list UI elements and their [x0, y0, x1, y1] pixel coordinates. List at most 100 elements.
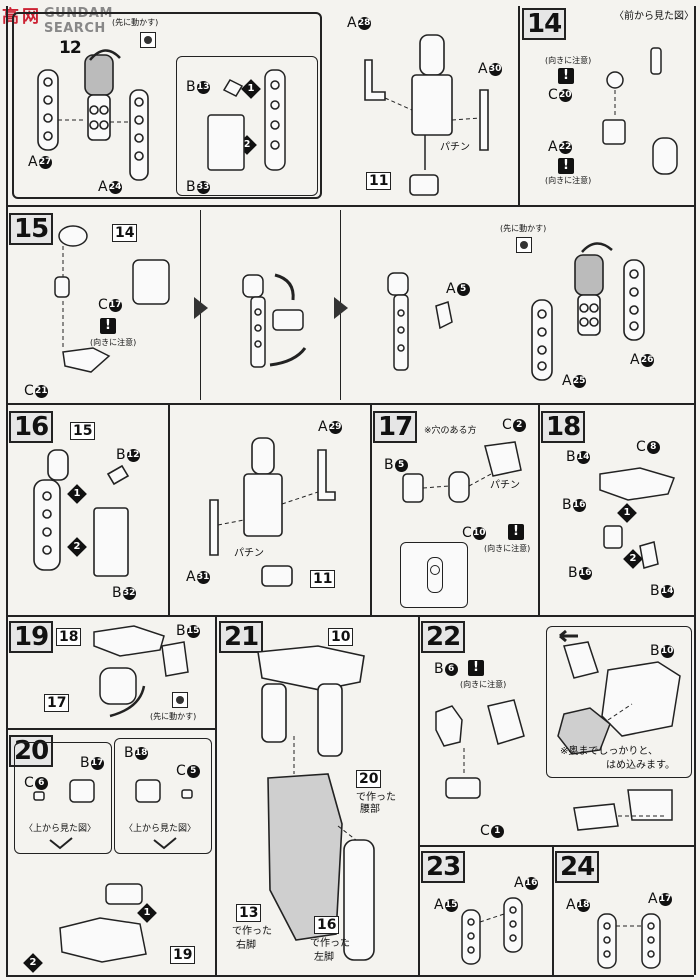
part-label-A17: A17 — [648, 891, 672, 907]
step-16b-illustration — [209, 437, 336, 587]
part-label-B18: B18 — [124, 745, 148, 761]
note-view-top-a: 〈上から見た図〉 — [24, 824, 97, 834]
part-number-badge: 29 — [328, 420, 342, 434]
part-number-badge: 18 — [134, 746, 148, 760]
move-first-icon — [516, 237, 532, 253]
note-orientation-17: (向きに注意) — [484, 544, 531, 553]
note-push-firmly-2: はめ込みます。 — [606, 760, 675, 771]
part-number-badge: 31 — [196, 570, 210, 584]
warning-icon: ! — [508, 524, 524, 540]
divider-19-20 — [6, 728, 215, 730]
part-label-B33: B33 — [186, 179, 210, 195]
note-move-first: (先に動かす) — [112, 18, 159, 27]
note-orientation-15: (向きに注意) — [90, 338, 137, 347]
part-number-badge: 5 — [456, 282, 470, 296]
step-16a-illustration — [33, 449, 130, 577]
step-15a-illustration — [54, 225, 170, 373]
part-label-A30: A30 — [478, 61, 502, 77]
step-number-19: 19 — [9, 621, 54, 653]
part-number-badge: 8 — [646, 440, 660, 454]
part-number-badge: 16 — [524, 876, 538, 890]
part-number-badge: 15 — [186, 624, 200, 638]
step-20-detail-illustration — [33, 779, 193, 850]
part-number-badge: 5 — [186, 764, 200, 778]
ref-step-14: 14 — [112, 224, 138, 242]
part-number-badge: 25 — [572, 374, 586, 388]
part-number-badge: 10 — [660, 644, 674, 658]
part-number-badge: 13 — [196, 80, 210, 94]
row-divider-1 — [6, 205, 694, 207]
arrow-right-icon — [334, 297, 348, 319]
part-label-A22: A22 — [548, 139, 572, 155]
move-first-icon — [172, 692, 188, 708]
ref-step-18: 18 — [56, 628, 82, 646]
step-number-23: 23 — [421, 851, 466, 883]
part-label-B17: B17 — [80, 755, 104, 771]
step-15c-illustration — [387, 272, 453, 371]
ref-step-13: 13 — [236, 904, 262, 922]
label-made-in-16: で作った — [310, 938, 350, 949]
part-label-B10: B10 — [650, 643, 674, 659]
part-number-badge: 5 — [394, 458, 408, 472]
part-label-A15: A15 — [434, 897, 458, 913]
divider-23-24 — [552, 845, 554, 975]
page-border-bottom — [6, 975, 694, 977]
step-12-panel — [12, 12, 322, 199]
page-border-left — [6, 6, 8, 975]
step-23-illustration — [461, 897, 523, 965]
part-label-B14a: B14 — [566, 449, 590, 465]
part-label-A27: A27 — [28, 154, 52, 170]
step-22-subpanel — [546, 626, 692, 778]
part-label-C17: C17 — [98, 297, 122, 313]
col-divider-18 — [538, 403, 540, 615]
part-number-badge: 20 — [558, 88, 572, 102]
ref-step-16: 16 — [314, 916, 340, 934]
part-label-A24: A24 — [98, 179, 122, 195]
part-label-C20: C20 — [548, 87, 572, 103]
step-number-14: 14 — [522, 8, 567, 40]
part-label-A25: A25 — [562, 373, 586, 389]
part-number-badge: 15 — [444, 898, 458, 912]
part-number-badge: 2 — [512, 418, 526, 432]
ref-step-17: 17 — [44, 694, 70, 712]
row-divider-3 — [6, 615, 694, 617]
step-12-subpanel — [176, 56, 318, 196]
part-number-badge: 12 — [126, 448, 140, 462]
part-label-A28: A28 — [347, 15, 371, 31]
part-label-A16: A16 — [514, 875, 538, 891]
ref-step-20: 20 — [356, 770, 382, 788]
step-number-17: 17 — [373, 411, 418, 443]
part-number-badge: 1 — [490, 824, 504, 838]
part-label-A31: A31 — [186, 569, 210, 585]
part-number-badge: 16 — [572, 498, 586, 512]
part-number-badge: 6 — [444, 662, 458, 676]
step-number-18: 18 — [541, 411, 586, 443]
step-22-illustration — [435, 629, 681, 831]
part-number-badge: 32 — [122, 586, 136, 600]
step-20-illustration — [59, 883, 147, 963]
warning-icon: ! — [558, 158, 574, 174]
ref-step-11: 11 — [366, 172, 392, 190]
col-divider-17 — [370, 403, 372, 615]
part-label-C10: C10 — [462, 525, 486, 541]
col-divider-14 — [518, 6, 520, 205]
step-12-illustration — [37, 49, 149, 181]
step-15d-illustration — [531, 242, 645, 381]
order-marker-1: 1 — [137, 903, 157, 923]
step-19-illustration — [93, 625, 189, 718]
part-number-badge: 27 — [38, 155, 52, 169]
snap-label: パチン — [440, 142, 470, 153]
part-label-B13: B13 — [186, 79, 210, 95]
step-14-illustration — [602, 47, 678, 175]
step-15b-illustration — [242, 273, 307, 368]
part-label-A29: A29 — [318, 419, 342, 435]
part-number-badge: 28 — [357, 16, 371, 30]
ref-step-19: 19 — [170, 946, 196, 964]
part-label-B16a: B16 — [562, 497, 586, 513]
label-left-leg: 左脚 — [314, 952, 334, 963]
step-number-24: 24 — [555, 851, 600, 883]
